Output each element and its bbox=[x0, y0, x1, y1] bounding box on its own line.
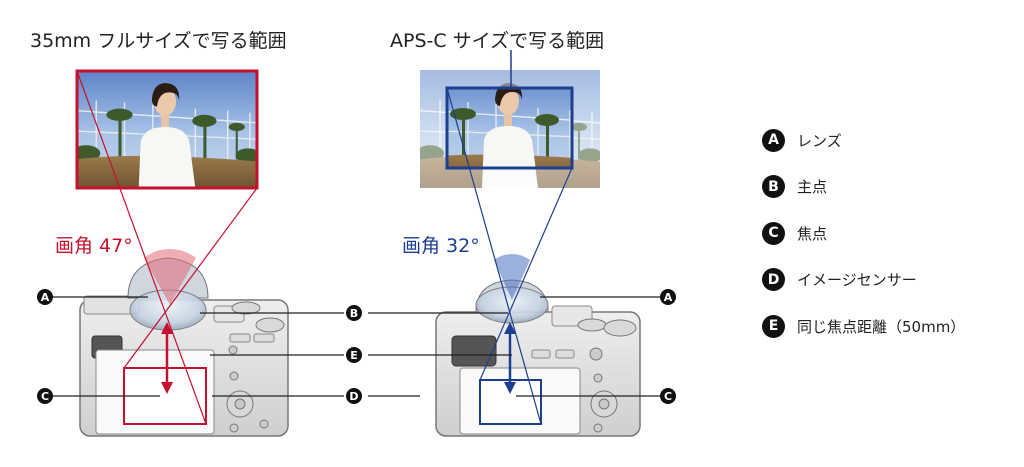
full-frame-view-cone bbox=[144, 248, 196, 305]
legend-item-focal-length: E 同じ焦点距離（50mm） bbox=[762, 314, 965, 338]
legend-label: イメージセンサー bbox=[797, 271, 917, 289]
legend-badge: E bbox=[762, 314, 785, 338]
full-frame-focal-arrow bbox=[161, 322, 173, 394]
leader-lines bbox=[50, 296, 662, 397]
svg-text:A: A bbox=[664, 291, 673, 304]
full-frame-angle-label: 画角 47° bbox=[55, 235, 133, 257]
full-frame-projection-lines bbox=[76, 70, 258, 425]
svg-text:B: B bbox=[350, 307, 358, 320]
svg-text:E: E bbox=[350, 349, 358, 362]
legend-badge: C bbox=[762, 221, 785, 245]
marker-c-left: C bbox=[37, 388, 53, 404]
legend-badge: A bbox=[762, 128, 785, 152]
svg-text:C: C bbox=[664, 390, 672, 403]
legend-item-lens: A レンズ bbox=[762, 128, 965, 152]
marker-b-center: B bbox=[346, 305, 362, 321]
legend-badge: D bbox=[762, 268, 785, 291]
legend-label: 主点 bbox=[797, 178, 828, 196]
aps-c-angle-label: 画角 32° bbox=[402, 235, 480, 257]
legend-item-image-sensor: D イメージセンサー bbox=[762, 268, 965, 292]
svg-text:C: C bbox=[41, 390, 49, 403]
aps-c-focal-arrow bbox=[504, 322, 516, 394]
aps-c-caption: APS-C サイズで写る範囲 bbox=[390, 30, 605, 52]
aps-c-view-cone bbox=[494, 254, 530, 300]
legend: A レンズ B 主点 C 焦点 D イメージセンサー E 同じ焦点距離（50mm… bbox=[762, 128, 965, 361]
marker-d-center: D bbox=[346, 388, 362, 404]
marker-e-center: E bbox=[346, 347, 362, 363]
legend-label: 同じ焦点距離（50mm） bbox=[797, 317, 966, 336]
full-frame-caption: 35mm フルサイズで写る範囲 bbox=[30, 30, 287, 52]
marker-a-right: A bbox=[660, 289, 676, 305]
legend-label: 焦点 bbox=[797, 224, 828, 243]
svg-text:D: D bbox=[349, 390, 358, 403]
full-frame-capture-frame bbox=[75, 69, 259, 190]
legend-item-focal-point: C 焦点 bbox=[762, 221, 965, 245]
svg-text:A: A bbox=[41, 291, 50, 304]
aps-c-capture-frame bbox=[445, 86, 574, 170]
full-frame-scene-photo bbox=[76, 70, 258, 188]
aps-c-projection-lines bbox=[446, 87, 573, 425]
legend-item-principal-point: B 主点 bbox=[762, 175, 965, 199]
legend-badge: B bbox=[762, 175, 785, 198]
legend-label: レンズ bbox=[797, 131, 842, 150]
marker-c-right: C bbox=[660, 388, 676, 404]
marker-a-left: A bbox=[37, 289, 53, 305]
